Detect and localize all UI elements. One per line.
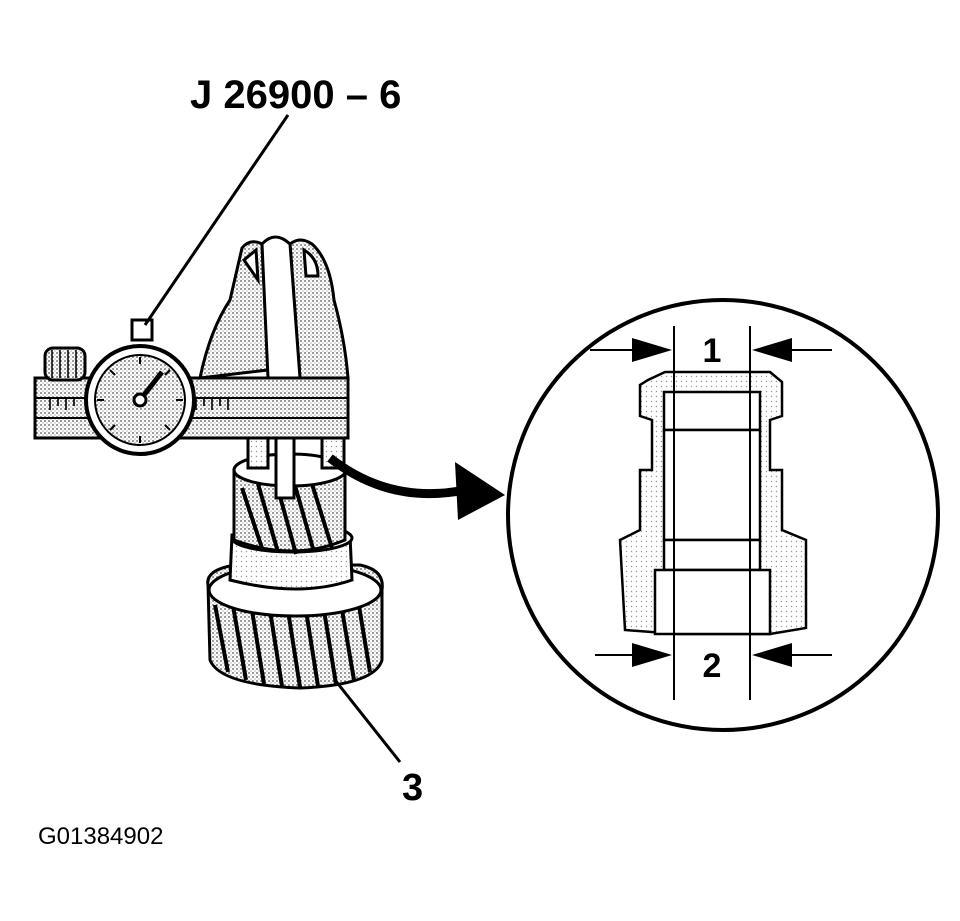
detail-view <box>506 298 940 732</box>
dimension-1-label: 1 <box>703 332 722 370</box>
dimension-2-arrows <box>595 643 832 667</box>
part-3-label: 3 <box>402 767 423 809</box>
part-3-leader-line <box>333 679 402 763</box>
dimension-2-label: 2 <box>703 647 722 685</box>
figure-id: G01384902 <box>38 823 163 850</box>
tool-leader-line <box>143 114 290 326</box>
dimension-1-arrows <box>590 338 832 362</box>
caliper-tool <box>33 235 350 500</box>
detail-callout-arrow <box>327 454 505 520</box>
gear-assembly <box>206 452 384 690</box>
tool-label: J 26900 – 6 <box>190 73 401 117</box>
